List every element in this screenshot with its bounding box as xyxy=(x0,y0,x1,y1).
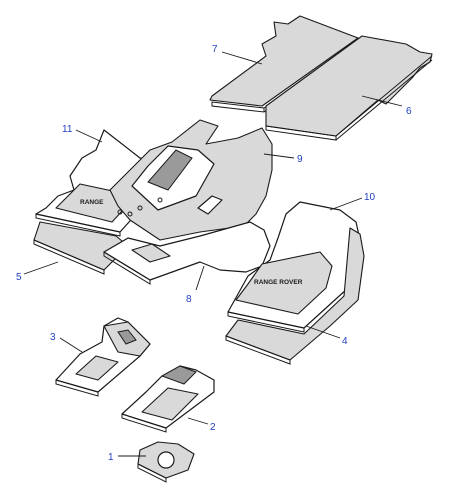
callout-labels: 7 6 11 9 10 5 8 4 3 2 1 xyxy=(16,44,412,463)
callout-10: 10 xyxy=(364,192,376,203)
callout-5: 5 xyxy=(16,272,22,283)
callout-7: 7 xyxy=(212,44,218,55)
rear-foot-mat-pair xyxy=(121,365,215,433)
front-left-badge: RANGE xyxy=(80,199,104,206)
callout-6: 6 xyxy=(406,106,412,117)
heel-pad xyxy=(137,441,195,483)
callout-2: 2 xyxy=(210,422,216,433)
callout-8: 8 xyxy=(186,294,192,305)
rear-load-mat-right xyxy=(265,35,433,141)
callout-4: 4 xyxy=(342,336,348,347)
front-floor-carpet xyxy=(103,221,271,285)
front-mat-right-underlay xyxy=(225,227,365,365)
callout-1: 1 xyxy=(108,452,114,463)
front-mat-right: RANGE ROVER xyxy=(227,201,361,333)
front-right-badge: RANGE ROVER xyxy=(254,279,303,286)
callout-9: 9 xyxy=(297,154,303,165)
rear-foot-mat xyxy=(55,317,151,397)
leader-lines xyxy=(23,51,403,457)
callout-3: 3 xyxy=(50,332,56,343)
callout-11: 11 xyxy=(62,124,73,135)
tunnel-carpet xyxy=(109,119,273,241)
